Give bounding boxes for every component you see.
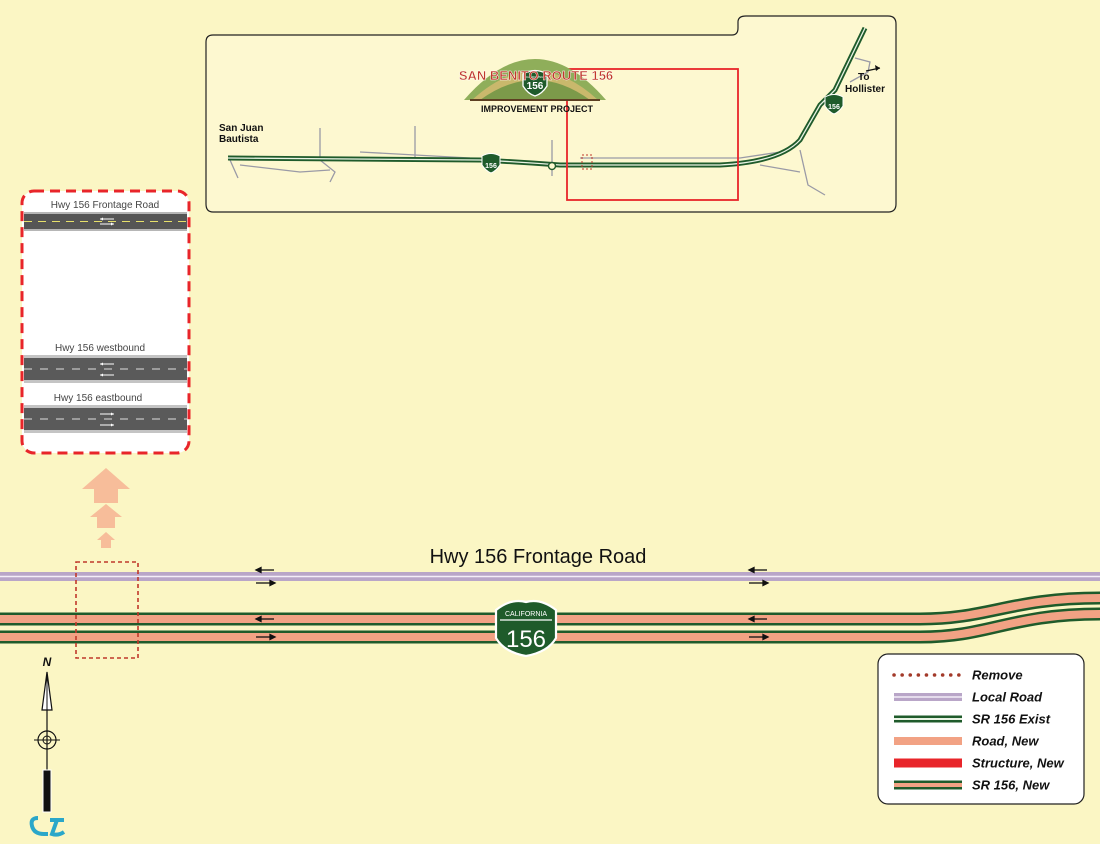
section-callout-arrows (82, 468, 130, 548)
frontage-east-arrow-icon (256, 579, 277, 587)
callout-arrow-medium-icon (90, 504, 122, 528)
svg-text:CALIFORNIA: CALIFORNIA (526, 75, 544, 79)
svg-text:156: 156 (527, 81, 544, 92)
logo-shield-icon: CALIFORNIA 156 (522, 69, 548, 97)
inset-frame (205, 15, 897, 213)
cross-section-westbound-label: Hwy 156 westbound (55, 343, 145, 354)
shield-state-label: CALIFORNIA (505, 611, 547, 618)
logo-subtitle: IMPROVEMENT PROJECT (481, 104, 594, 114)
eastbound-arrow-icon (749, 633, 770, 641)
callout-arrow-small-icon (97, 532, 115, 548)
legend-label: SR 156 Exist (972, 712, 1051, 727)
callout-arrow-large-icon (82, 468, 130, 503)
place-label-san-juan: San Juan (219, 123, 263, 134)
westbound-arrow-icon (254, 615, 274, 623)
inset-remove-marker (581, 154, 593, 170)
cross-section-westbound-road (24, 355, 187, 383)
logo-title: SAN BENITO ROUTE 156 (459, 68, 613, 83)
frontage-east-arrow-icon (749, 579, 770, 587)
legend-item-road-new: Road, New (894, 734, 1039, 749)
frontage-two-way-arrow-icon (100, 217, 114, 226)
legend-label: SR 156, New (972, 778, 1050, 793)
frontage-west-arrow-icon (254, 566, 274, 574)
cross-section-frontage-road (24, 212, 187, 231)
eastbound-arrow-icon (100, 412, 114, 427)
inset-interchange (547, 161, 557, 171)
place-label-bautista: Bautista (219, 134, 259, 145)
svg-text:156: 156 (828, 104, 840, 111)
traffic-direction-arrows (254, 566, 770, 641)
legend-item-sr-exist: SR 156 Exist (894, 712, 1051, 727)
cross-section-eastbound-label: Hwy 156 eastbound (54, 393, 142, 404)
westbound-arrow-icon (100, 362, 114, 377)
eastbound-arrow-icon (256, 633, 277, 641)
remove-area-box (75, 561, 139, 659)
legend-item-structure: Structure, New (894, 756, 1065, 771)
arrow-right-icon (865, 65, 881, 72)
north-label: N (43, 655, 52, 669)
frontage-west-arrow-icon (747, 566, 767, 574)
north-arrow: N (34, 655, 60, 813)
svg-text:156: 156 (485, 163, 497, 170)
legend-label: Structure, New (972, 756, 1065, 771)
cross-section-frontage-label: Hwy 156 Frontage Road (51, 200, 159, 211)
legend-label: Road, New (972, 734, 1039, 749)
direction-label-to: To (858, 72, 869, 83)
legend-item-local: Local Road (894, 690, 1043, 705)
shield-number-label: 156 (506, 626, 546, 653)
cross-section-eastbound-road (24, 405, 187, 433)
frontage-road (0, 572, 1100, 581)
inset-shield-west-icon: 156 (481, 153, 501, 174)
inset-local-roads (229, 57, 871, 196)
legend-label: Remove (972, 668, 1023, 683)
inset-shield-east-icon: 156 (824, 94, 844, 115)
route-156-shield-icon: CALIFORNIA 156 (494, 599, 558, 658)
project-logo: CALIFORNIA 156 SAN BENITO ROUTE 156 IMPR… (459, 59, 613, 114)
cross-section-panel: Hwy 156 Frontage Road Hwy 156 westbound … (20, 189, 191, 455)
legend-item-sr-new: SR 156, New (894, 778, 1050, 793)
frontage-road-label: Hwy 156 Frontage Road (430, 546, 647, 568)
westbound-arrow-icon (747, 615, 767, 623)
direction-label-hollister: Hollister (845, 84, 885, 95)
legend-item-dotted: Remove (892, 668, 1023, 683)
legend-label: Local Road (972, 690, 1043, 705)
inset-project-area-box (566, 68, 739, 201)
cross-section-frame (20, 189, 191, 455)
inset-location-map: San Juan Bautista To Hollister 156 156 C… (205, 15, 897, 213)
caltrans-logo-icon (29, 816, 66, 837)
